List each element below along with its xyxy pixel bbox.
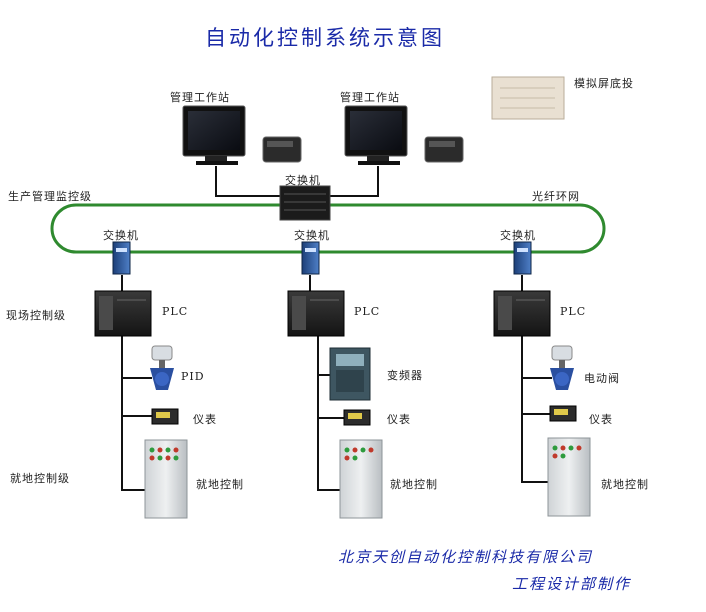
diagram-title: 自动化控制系统示意图: [205, 26, 445, 50]
label-fiber-ring: 光纤环网: [532, 190, 580, 203]
plc-3-icon: [493, 290, 551, 337]
label-mimic-panel: 模拟屏底投: [574, 77, 634, 90]
meter-1-icon: [151, 408, 179, 425]
label-local-level: 就地控制级: [10, 472, 70, 485]
label-switch-3: 交换机: [500, 229, 536, 242]
meter-3-icon: [549, 405, 577, 422]
label-mgmt-station-1: 管理工作站: [170, 91, 230, 104]
label-mgmt-station-2: 管理工作站: [340, 91, 400, 104]
vfd-icon: [329, 347, 371, 401]
electric-valve-icon: [550, 345, 574, 390]
plc-2-icon: [287, 290, 345, 337]
local-cabinet-3-icon: [547, 437, 591, 517]
label-local-1: 就地控制: [196, 478, 244, 491]
label-switch-1: 交换机: [103, 229, 139, 242]
label-meter-3: 仪表: [589, 413, 613, 426]
ring-switch-3-icon: [513, 241, 532, 275]
ring-switch-1-icon: [112, 241, 131, 275]
ring-switch-2-icon: [301, 241, 320, 275]
label-plc-3: PLC: [560, 305, 587, 318]
footer-company: 北京天创自动化控制科技有限公司: [338, 548, 594, 566]
mimic-panel-icon: [491, 76, 565, 120]
local-cabinet-2-icon: [339, 439, 383, 519]
label-pid: PID: [181, 370, 205, 383]
workstation-1-icon: [182, 105, 302, 165]
label-core-switch: 交换机: [285, 174, 321, 187]
label-field-level: 现场控制级: [6, 309, 66, 322]
label-valve: 电动阀: [584, 372, 620, 385]
label-meter-2: 仪表: [387, 413, 411, 426]
local-cabinet-1-icon: [144, 439, 188, 519]
connection-lines: [121, 166, 552, 491]
footer-dept: 工程设计部制作: [512, 575, 632, 593]
label-local-3: 就地控制: [601, 478, 649, 491]
workstation-2-icon: [344, 105, 464, 165]
label-switch-2: 交换机: [294, 229, 330, 242]
label-plc-1: PLC: [162, 305, 189, 318]
label-meter-1: 仪表: [193, 413, 217, 426]
label-plc-2: PLC: [354, 305, 381, 318]
meter-2-icon: [343, 409, 371, 426]
label-vfd: 变频器: [387, 369, 423, 382]
plc-1-icon: [94, 290, 152, 337]
label-production-level: 生产管理监控级: [8, 190, 92, 203]
label-local-2: 就地控制: [390, 478, 438, 491]
core-switch-icon: [279, 185, 331, 221]
pid-valve-icon: [150, 345, 174, 390]
